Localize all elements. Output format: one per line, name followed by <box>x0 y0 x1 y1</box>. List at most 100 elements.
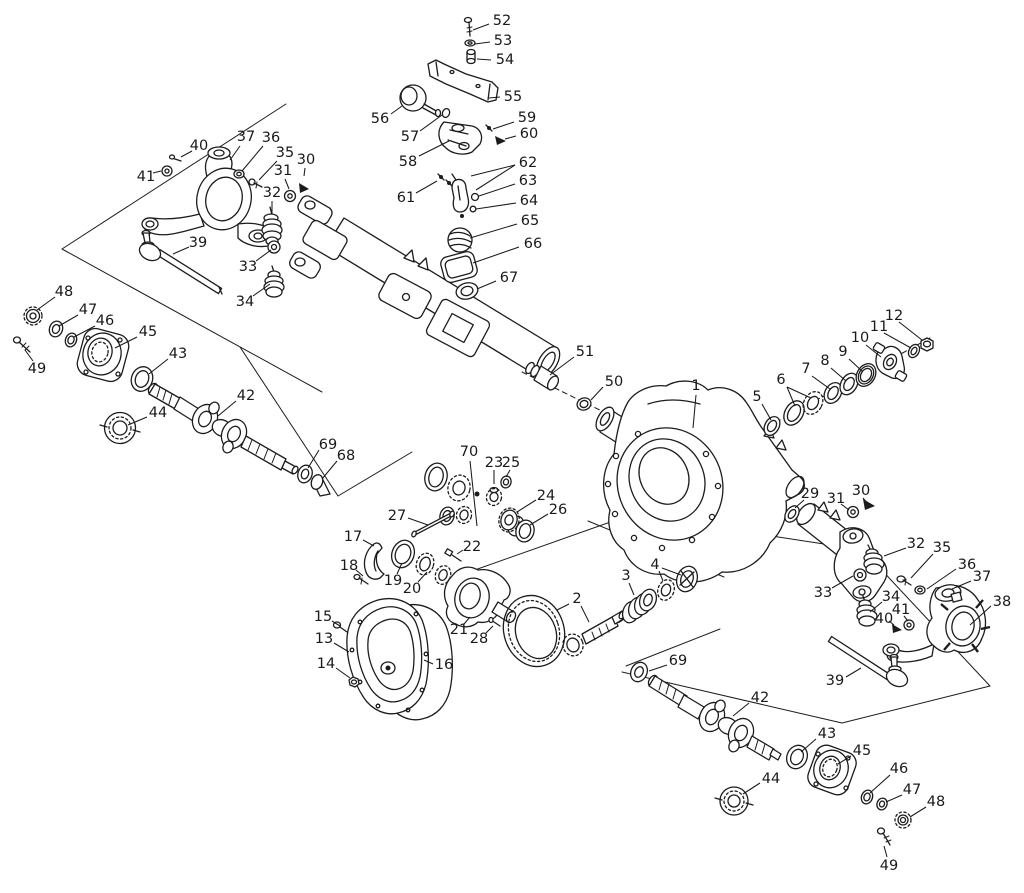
part-number-32-23: 32 <box>263 185 281 201</box>
part-number-45-62: 45 <box>853 743 871 759</box>
leader-line-part-26 <box>529 513 549 526</box>
part-number-30-19: 30 <box>297 152 315 168</box>
part-number-11-44: 11 <box>870 319 888 335</box>
part-number-16-89: 16 <box>435 657 453 673</box>
part-number-34-55: 34 <box>882 589 900 605</box>
part-number-43-31: 43 <box>169 346 187 362</box>
leader-line-part-4 <box>661 567 682 576</box>
leader-line-part-51 <box>549 356 575 376</box>
leader-line-part-17 <box>362 539 375 547</box>
leader-line-part-2 <box>580 605 590 623</box>
leader-line-part-59 <box>492 121 515 130</box>
leader-line-part-13 <box>333 642 350 653</box>
part-number-42-34: 42 <box>237 388 255 404</box>
part-number-68-69: 68 <box>337 448 355 464</box>
part-number-48-66: 48 <box>927 794 945 810</box>
leader-line-part-33 <box>831 575 854 589</box>
leader-line-part-50 <box>590 386 604 401</box>
part-number-64-12: 64 <box>520 193 538 209</box>
part-number-40-57: 40 <box>875 611 893 627</box>
leader-line-part-5 <box>761 403 772 421</box>
leader-line-part-49 <box>883 845 888 858</box>
left-hub-group <box>12 306 299 475</box>
part-number-36-17: 36 <box>262 130 280 146</box>
part-number-39-58: 39 <box>826 673 844 689</box>
part-number-35-18: 35 <box>276 145 294 161</box>
part-number-3-84: 3 <box>621 568 630 584</box>
part-number-70-70: 70 <box>460 444 478 460</box>
leader-line-part-3 <box>628 582 635 596</box>
leader-line-part-18 <box>355 569 364 577</box>
part-number-31-20: 31 <box>274 163 292 179</box>
part-number-29-46: 29 <box>801 486 819 502</box>
leader-line-part-15 <box>331 620 341 627</box>
leader-line-part-7 <box>811 375 831 390</box>
leader-line-part-31 <box>284 178 290 190</box>
leader-line-part-21 <box>463 616 471 625</box>
leader-line-part-34 <box>252 283 271 297</box>
part-number-37-16: 37 <box>237 129 255 145</box>
leader-line-part-29 <box>794 499 805 509</box>
part-number-52-0: 52 <box>493 13 511 29</box>
part-number-14-88: 14 <box>317 656 335 672</box>
leader-line-part-47 <box>58 314 79 327</box>
leader-line-part-55 <box>488 96 501 99</box>
part-number-27-75: 27 <box>388 508 406 524</box>
leader-line-part-49 <box>24 349 34 362</box>
leader-line-part-45 <box>837 755 852 765</box>
part-number-37-52: 37 <box>973 569 991 585</box>
part-number-12-45: 12 <box>885 308 903 324</box>
leader-line-part-40 <box>180 150 193 158</box>
part-number-53-1: 53 <box>494 33 512 49</box>
part-number-7-40: 7 <box>801 361 810 377</box>
part-number-66-14: 66 <box>524 236 542 252</box>
part-number-61-9: 61 <box>397 190 415 206</box>
left-tie-rod <box>138 229 223 295</box>
part-number-24-73: 24 <box>537 488 555 504</box>
leader-line-part-69 <box>648 664 668 672</box>
leader-line-part-53 <box>474 41 491 45</box>
leader-line-part-12 <box>898 321 923 341</box>
part-number-43-61: 43 <box>818 726 836 742</box>
leader-line-part-42 <box>217 400 237 417</box>
part-number-15-87: 15 <box>314 609 332 625</box>
leader-line-part-62 <box>470 164 516 177</box>
leader-line-part-30 <box>303 167 306 177</box>
part-number-44-33: 44 <box>149 405 167 421</box>
part-number-18-78: 18 <box>340 558 358 574</box>
leader-line-part-65 <box>469 223 518 239</box>
part-number-56-4: 56 <box>371 111 389 127</box>
leader-line-part-40 <box>888 620 895 626</box>
leader-line-part-31 <box>840 503 850 511</box>
right-tube-yoke <box>784 499 888 603</box>
left-knuckle-group <box>141 146 309 298</box>
part-number-21-81: 21 <box>450 622 468 638</box>
tube-bushing-parts <box>525 361 592 411</box>
part-number-41-56: 41 <box>892 602 910 618</box>
differential-housing <box>595 380 806 583</box>
part-number-48-27: 48 <box>55 284 73 300</box>
leader-line-part-48 <box>909 806 927 818</box>
top-bracket-group <box>399 16 506 155</box>
part-number-36-51: 36 <box>958 557 976 573</box>
part-number-55-3: 55 <box>504 89 522 105</box>
leader-line-part-9 <box>848 358 864 373</box>
ring-gear-and-pinion <box>502 565 699 668</box>
part-number-45-30: 45 <box>139 324 157 340</box>
part-number-20-80: 20 <box>403 581 421 597</box>
leader-line-part-48 <box>36 296 56 311</box>
leader-line-part-41 <box>903 615 909 622</box>
part-number-67-15: 67 <box>500 270 518 286</box>
right-shaft-group <box>629 661 912 846</box>
part-number-58-6: 58 <box>399 154 417 170</box>
leader-line-part-19 <box>396 562 403 575</box>
leader-line-part-47 <box>885 794 903 803</box>
leader-line-part-4 <box>658 570 664 582</box>
part-number-63-11: 63 <box>519 173 537 189</box>
right-knuckle-group <box>853 544 991 663</box>
part-number-59-7: 59 <box>518 110 536 126</box>
part-number-42-60: 42 <box>751 690 769 706</box>
leader-line-part-6 <box>786 386 796 407</box>
part-number-33-24: 33 <box>239 259 257 275</box>
